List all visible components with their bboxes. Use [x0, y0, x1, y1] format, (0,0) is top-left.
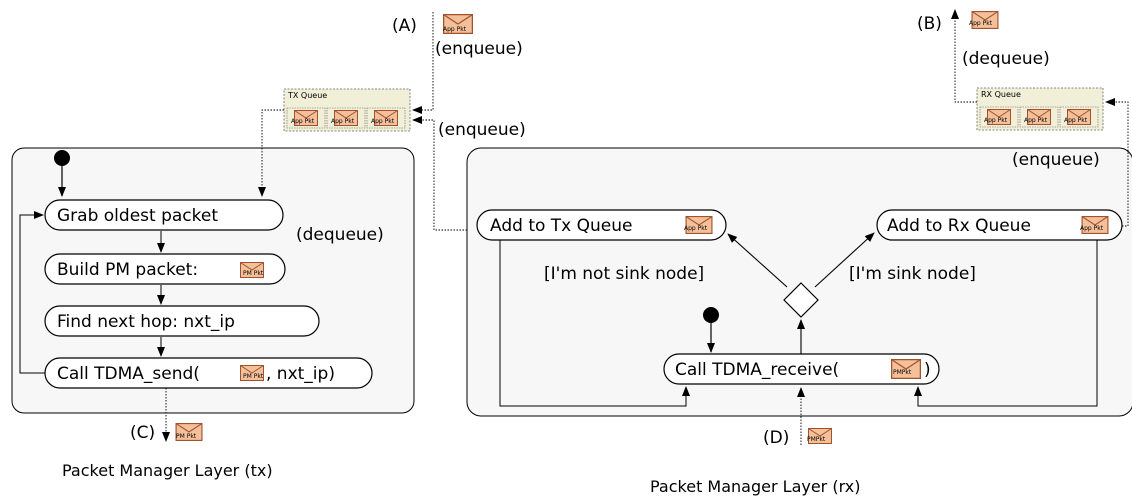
tx-action-grab: Grab oldest packet	[44, 199, 284, 231]
pm-packet-envelope-label: PM Pkt	[243, 373, 264, 380]
pm-packet-envelope-label: PM Pkt	[243, 270, 264, 277]
point-d-label: (D)	[763, 428, 789, 448]
rx-decision-node	[783, 282, 819, 318]
app-packet-envelope-icon: App Pkt	[1080, 216, 1109, 234]
rx-queue: RX Queue App Pkt App Pkt App Pkt	[976, 87, 1104, 131]
rx-queue-item: App Pkt	[1019, 106, 1059, 128]
rx-action-add-rx-label: Add to Rx Queue	[887, 216, 1031, 236]
rx-action-add-tx-label: Add to Tx Queue	[490, 216, 632, 236]
rx-action-add-tx: Add to Tx Queue App Pkt	[476, 209, 727, 241]
point-b-label: (B)	[917, 14, 942, 34]
pm-packet-envelope-icon: PM Pkt	[240, 365, 264, 381]
enqueue-mid-label: (enqueue)	[438, 120, 526, 140]
rx-call-prefix: Call TDMA_receive(	[675, 360, 839, 380]
rx-queue-enqueue-edge	[1105, 98, 1129, 227]
tx-action-call-send: Call TDMA_send( PM Pkt , nxt_ip)	[44, 357, 373, 389]
tx-layer-caption: Packet Manager Layer (tx)	[62, 461, 273, 480]
pm-packet-envelope-icon: PM Pkt	[240, 262, 264, 278]
tx-queue-item: App Pkt	[326, 107, 366, 129]
tx-dequeue-label: (dequeue)	[296, 225, 384, 245]
tx-action-find: Find next hop: nxt_ip	[44, 305, 320, 337]
tx-action-build-label: Build PM packet:	[57, 260, 198, 280]
rx-loop-right-edge	[914, 240, 1098, 407]
tx-initial-node	[54, 150, 70, 166]
rx-action-call-receive: Call TDMA_receive( PMPkt )	[663, 353, 940, 385]
guard-sink: [I'm sink node]	[849, 264, 976, 284]
rx-to-tx-queue-edge	[412, 116, 476, 231]
svg-text:App Pkt: App Pkt	[969, 20, 993, 27]
point-b-note: (dequeue)	[962, 49, 1050, 69]
rx-enqueue-label: (enqueue)	[1012, 150, 1100, 170]
svg-text:App Pkt: App Pkt	[331, 118, 355, 125]
rx-queue-item: App Pkt	[1059, 106, 1099, 128]
tx-action-grab-label: Grab oldest packet	[57, 206, 218, 226]
pm-packet-envelope-icon: PMPkt	[891, 359, 921, 379]
tx-loop-edge	[19, 211, 45, 374]
app-packet-envelope-icon: App Pkt	[684, 216, 713, 234]
point-a-note: (enqueue)	[435, 39, 523, 59]
rx-initial-node	[703, 307, 719, 323]
tx-call-prefix: Call TDMA_send(	[57, 364, 200, 384]
svg-text:App Pkt: App Pkt	[443, 26, 467, 33]
svg-text:PMPkt: PMPkt	[807, 436, 826, 443]
pm-packet-envelope-icon: PM Pkt	[175, 423, 203, 441]
tx-action-find-label: Find next hop: nxt_ip	[57, 312, 235, 332]
svg-text:App Pkt: App Pkt	[684, 225, 708, 232]
svg-text:App Pkt: App Pkt	[1080, 225, 1104, 232]
tx-queue-item: App Pkt	[366, 107, 406, 129]
svg-text:App Pkt: App Pkt	[984, 117, 1008, 124]
rx-layer-caption: Packet Manager Layer (rx)	[650, 477, 860, 496]
rx-call-suffix: )	[924, 360, 931, 380]
point-b-dequeue-edge	[951, 9, 977, 103]
rx-queue-title: RX Queue	[981, 90, 1021, 99]
svg-text:App Pkt: App Pkt	[371, 118, 395, 125]
tx-queue-item: App Pkt	[286, 107, 326, 129]
tx-action-build: Build PM packet: PM Pkt	[44, 253, 286, 285]
app-packet-envelope-icon: App Pkt	[442, 14, 474, 34]
tx-queue-title: TX Queue	[287, 91, 327, 100]
rx-action-add-rx: Add to Rx Queue App Pkt	[876, 209, 1123, 241]
svg-text:PMPkt: PMPkt	[893, 369, 912, 376]
point-c-label: (C)	[130, 423, 155, 443]
tx-queue: TX Queue App Pkt App Pkt App Pkt	[283, 88, 411, 132]
rx-queue-item: App Pkt	[979, 106, 1019, 128]
svg-text:App Pkt: App Pkt	[291, 118, 315, 125]
svg-text:App Pkt: App Pkt	[1024, 117, 1048, 124]
svg-text:App Pkt: App Pkt	[1064, 117, 1088, 124]
tx-queue-dequeue-edge	[258, 109, 284, 197]
rx-loop-left-edge	[499, 240, 690, 407]
point-a-label: (A)	[392, 16, 417, 36]
tx-call-suffix: , nxt_ip)	[266, 364, 335, 384]
guard-not-sink: [I'm not sink node]	[544, 264, 704, 284]
pm-packet-envelope-icon: PMPkt	[807, 428, 833, 444]
svg-text:PM Pkt: PM Pkt	[176, 433, 197, 440]
point-a-enqueue-edge	[412, 12, 434, 114]
app-packet-envelope-icon: App Pkt	[969, 11, 999, 29]
